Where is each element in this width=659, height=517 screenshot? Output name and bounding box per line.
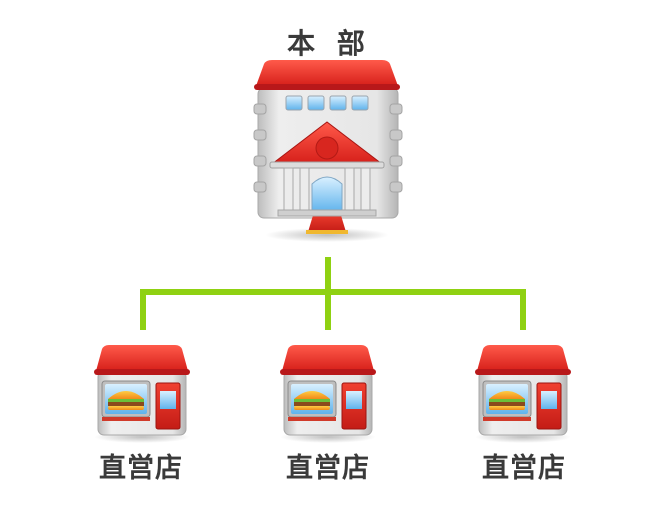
connector-lines — [140, 257, 526, 330]
store-icon — [93, 344, 191, 444]
store-label: 直営店 — [99, 453, 183, 484]
store-icon — [279, 344, 377, 444]
store-icon — [474, 344, 572, 444]
headquarters-label: 本 部 — [287, 27, 371, 60]
headquarters-building-icon — [253, 60, 403, 242]
store-label: 直営店 — [286, 453, 370, 484]
store-label: 直営店 — [482, 453, 566, 484]
